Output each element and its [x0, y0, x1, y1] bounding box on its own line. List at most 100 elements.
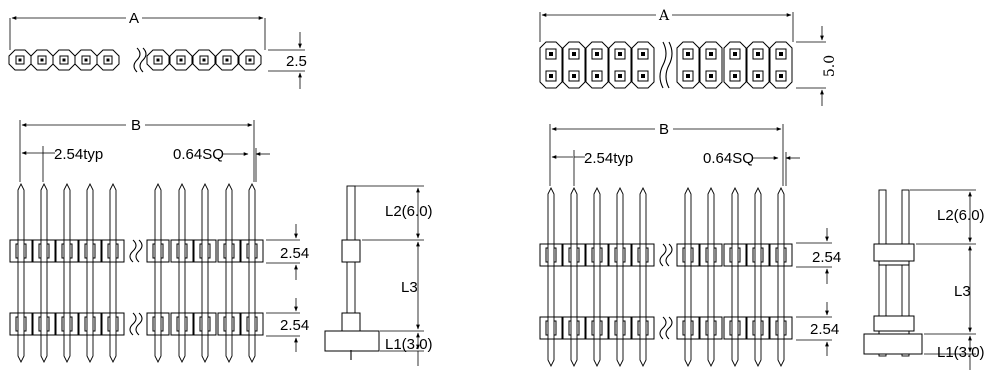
pin-center	[756, 74, 760, 78]
pin-center	[686, 52, 690, 56]
pin-through	[109, 239, 117, 263]
pin-center	[18, 58, 22, 62]
single-row-top-pins	[8, 47, 262, 73]
dual-row-top-pins	[539, 41, 793, 89]
pin-through	[225, 312, 233, 336]
pin-through	[777, 316, 785, 340]
break-line	[135, 312, 143, 336]
pin-through	[248, 312, 256, 336]
single-row-dim-b: B	[131, 117, 141, 134]
pin-through	[731, 243, 739, 267]
break-line	[665, 41, 673, 89]
pin-center	[618, 52, 622, 56]
pin-through	[707, 243, 715, 267]
single-row-dim-spacing-2: 2.54	[280, 317, 309, 334]
dual-row-dim-a: A	[658, 8, 670, 24]
pin-through	[86, 312, 94, 336]
break-line	[665, 243, 673, 267]
single-row-top-view: A 2.5	[8, 10, 307, 89]
pin-through	[547, 316, 555, 340]
dual-row-dim-spacing-1: 2.54	[812, 249, 841, 266]
single-row-side-view: L2(6.0) L3 L1(3.0)	[324, 185, 433, 366]
pin-through	[639, 243, 647, 267]
pin-center	[709, 52, 713, 56]
pin-through	[17, 239, 25, 263]
single-row-dim-2-5: 2.5	[286, 53, 307, 70]
dual-row-dim-l2: L2(6.0)	[937, 207, 985, 224]
pin-center	[733, 52, 737, 56]
break-line	[659, 243, 667, 267]
pin-center	[641, 74, 645, 78]
pin-center	[40, 58, 44, 62]
single-row-front-pins	[9, 182, 264, 364]
pin-center	[686, 74, 690, 78]
dual-row-dim-height: 5.0	[822, 55, 838, 77]
pin-center	[62, 58, 66, 62]
pin-center	[595, 52, 599, 56]
pin-through	[707, 316, 715, 340]
dual-row-dim-pin: 0.64SQ	[703, 150, 754, 167]
pin-through	[777, 243, 785, 267]
pin-center	[779, 52, 783, 56]
pin-center	[733, 74, 737, 78]
pin-through	[17, 312, 25, 336]
dual-row-side-view: L2(6.0) L3 L1(3.0)	[863, 189, 985, 370]
pin-through	[593, 316, 601, 340]
pin-through	[40, 312, 48, 336]
pin-center	[618, 74, 622, 78]
pin-through	[154, 312, 162, 336]
pin-center	[179, 58, 183, 62]
pin-center	[225, 58, 229, 62]
pin-through	[248, 239, 256, 263]
break-line	[133, 47, 141, 73]
pin-through	[40, 239, 48, 263]
pin-center	[595, 74, 599, 78]
pin-center	[248, 58, 252, 62]
pin-through	[754, 243, 762, 267]
break-line	[659, 316, 667, 340]
break-line	[129, 312, 137, 336]
dual-row-front-pins	[539, 186, 793, 368]
dual-row-dim-b: B	[659, 121, 669, 138]
pin-through	[570, 243, 578, 267]
pin-center	[641, 52, 645, 56]
single-row-front-view: B 2.54typ 0.64SQ 2.54 2.54	[9, 117, 309, 364]
single-row-dim-a: A	[129, 10, 139, 27]
pin-through	[86, 239, 94, 263]
pin-through	[201, 312, 209, 336]
break-line	[665, 316, 673, 340]
pin-through	[684, 316, 692, 340]
pin-center	[572, 74, 576, 78]
pin-through	[109, 312, 117, 336]
pin-through	[178, 239, 186, 263]
pin-center	[779, 74, 783, 78]
pin-center	[709, 74, 713, 78]
pin-center	[572, 52, 576, 56]
single-row-dim-pitch: 2.54typ	[54, 146, 103, 163]
pin-through	[225, 239, 233, 263]
pin-through	[754, 316, 762, 340]
pin-through	[731, 316, 739, 340]
single-row-dim-spacing-1: 2.54	[280, 245, 309, 262]
break-line	[135, 239, 143, 263]
pin-center	[84, 58, 88, 62]
single-row-dim-pin: 0.64SQ	[173, 146, 224, 163]
break-line	[129, 239, 137, 263]
pin-center	[106, 58, 110, 62]
pin-through	[684, 243, 692, 267]
pin-center	[156, 58, 160, 62]
dual-row-top-view: A 5.0	[539, 8, 838, 106]
pin-through	[63, 239, 71, 263]
pin-through	[63, 312, 71, 336]
single-row-dim-l2: L2(6.0)	[385, 203, 433, 220]
dual-row-front-view: B 2.54typ 0.64SQ 2.54 2.54	[539, 121, 841, 368]
pin-through	[570, 316, 578, 340]
pin-center	[756, 52, 760, 56]
pin-through	[201, 239, 209, 263]
break-line	[659, 41, 667, 89]
single-row-dim-l3: L3	[401, 279, 418, 296]
pin-through	[178, 312, 186, 336]
pin-center	[549, 52, 553, 56]
